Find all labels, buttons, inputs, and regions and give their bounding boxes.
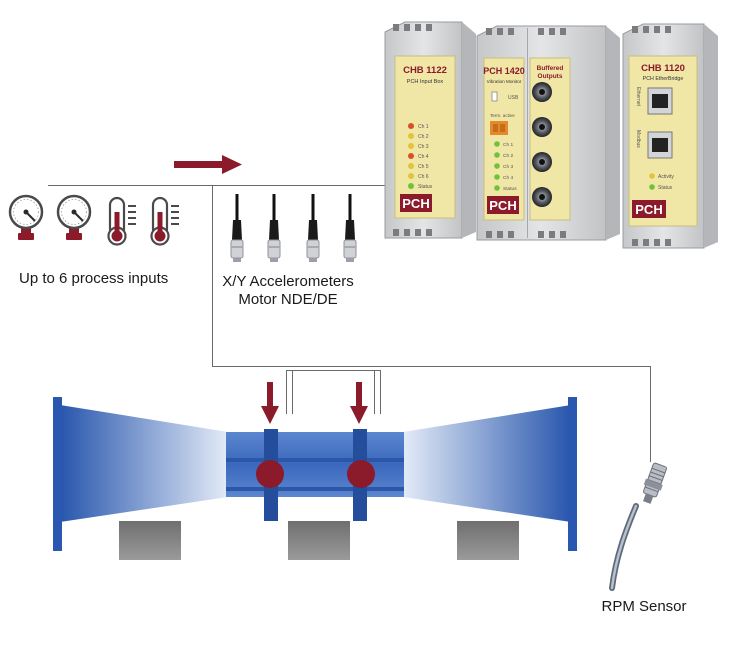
led-label: Status bbox=[503, 186, 517, 192]
accelerometers-label-line2: Motor NDE/DE bbox=[238, 291, 337, 308]
signal-wiring bbox=[48, 185, 651, 462]
pressure-gauge-icon bbox=[8, 194, 44, 240]
led-label: Ch 1 bbox=[418, 124, 429, 130]
accelerometer-icon bbox=[267, 194, 281, 262]
bnc-connector-icon bbox=[532, 117, 552, 137]
module-chb-1122: CHB 1122 PCH Input Box Ch 1 Ch 2 Ch 3 Ch… bbox=[384, 21, 476, 239]
thermometer-icon bbox=[150, 196, 179, 246]
led-label: Ch 4 bbox=[418, 154, 429, 160]
pressure-gauge-icon bbox=[56, 194, 92, 240]
bnc-connector-icon bbox=[532, 187, 552, 207]
led-label: Ch 3 bbox=[503, 164, 513, 170]
thermometer-icon bbox=[107, 196, 136, 246]
machine-housing bbox=[53, 397, 577, 551]
accelerometer-icon bbox=[230, 194, 244, 262]
led-label: Ch 3 bbox=[418, 144, 429, 150]
led-label: Activity bbox=[658, 174, 674, 180]
usb-label: USB bbox=[508, 95, 519, 101]
led-label: Ch 1 bbox=[503, 142, 513, 148]
pch-logo: PCH bbox=[635, 202, 662, 217]
bnc-connector-icon bbox=[532, 152, 552, 172]
pch-logo: PCH bbox=[489, 198, 516, 213]
accelerometers-label-line1: X/Y Accelerometers bbox=[222, 273, 353, 290]
module-1-title: CHB 1122 bbox=[403, 65, 447, 76]
bearing-de bbox=[347, 460, 375, 488]
pch-logo: PCH bbox=[402, 196, 429, 211]
accelerometer-icon bbox=[306, 194, 320, 262]
buffered-outputs-title-2: Outputs bbox=[538, 73, 563, 80]
accelerometer-icon bbox=[343, 194, 357, 262]
modbus-label: Modbus bbox=[635, 130, 641, 148]
module-chb-1120: CHB 1120 PCH EtherBridge Ethernet Modbus… bbox=[622, 23, 718, 249]
arrow-down-icon bbox=[350, 382, 368, 424]
bnc-connector-icon bbox=[532, 82, 552, 102]
arrow-down-icon bbox=[261, 382, 279, 424]
rpm-sensor-label: RPM Sensor bbox=[601, 598, 686, 615]
term-active-label: Term. active bbox=[490, 113, 515, 118]
module-2-title: PCH 1420 bbox=[483, 66, 525, 76]
module-2-subtitle: Vibration Monitor bbox=[487, 79, 522, 84]
led-label: Status bbox=[418, 184, 433, 190]
led-label: Ch 6 bbox=[418, 174, 429, 180]
module-3-title: CHB 1120 bbox=[641, 63, 685, 74]
bearing-nde bbox=[256, 460, 284, 488]
arrow-right-icon bbox=[174, 155, 242, 174]
rpm-sensor-icon bbox=[609, 462, 667, 591]
ethernet-label: Ethernet bbox=[635, 87, 641, 107]
led-label: Ch 2 bbox=[418, 134, 429, 140]
module-pch-1420: PCH 1420 Vibration Monitor USB Term. act… bbox=[476, 25, 620, 241]
module-1-subtitle: PCH Input Box bbox=[407, 79, 444, 85]
led-label: Ch 2 bbox=[503, 153, 513, 159]
module-3-subtitle: PCH EtherBridge bbox=[643, 76, 684, 82]
led-label: Ch 5 bbox=[418, 164, 429, 170]
machine-base-feet bbox=[119, 521, 519, 560]
buffered-outputs-title-1: Buffered bbox=[537, 65, 564, 72]
led-label: Status bbox=[658, 185, 673, 191]
led-label: Ch 4 bbox=[503, 175, 513, 181]
process-inputs-label: Up to 6 process inputs bbox=[19, 270, 168, 287]
